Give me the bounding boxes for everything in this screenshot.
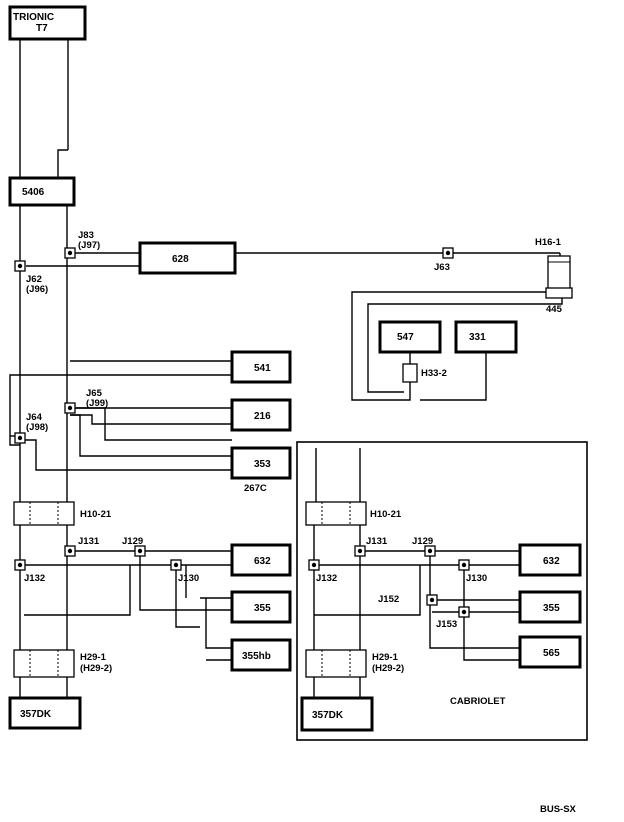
module-541: 541 [230, 350, 292, 384]
connector-h10b-label: H10-21 [370, 509, 402, 520]
connector-h10a-label: H10-21 [80, 509, 112, 520]
page-label: BUS-SX [540, 804, 577, 815]
j129b-label: J129 [412, 536, 433, 547]
j62-label: J62 [26, 274, 42, 285]
j130a-label: J130 [178, 573, 199, 584]
connector-h29b-label2: (H29-2) [372, 663, 404, 674]
module-353: 353 [230, 446, 292, 480]
module-565-label: 565 [543, 648, 560, 659]
connector-h29-1-left: H29-1 (H29-2) [13, 649, 112, 678]
connector-445-label: 445 [546, 304, 563, 315]
module-357dkb-label: 357DK [312, 710, 344, 721]
connector-h10-21-left: H10-21 [13, 501, 112, 526]
j63-label: J63 [434, 262, 450, 273]
connector-h16-label: H16-1 [535, 237, 562, 248]
module-541-label: 541 [254, 363, 271, 374]
module-5406-label: 5406 [22, 187, 45, 198]
module-331: 331 [454, 320, 518, 354]
module-355-cabriolet: 355 [518, 590, 582, 624]
module-353-label: 353 [254, 459, 271, 470]
j96-label: (J96) [26, 284, 48, 295]
module-632-cabriolet: 632 [518, 543, 582, 577]
j129a-label: J129 [122, 536, 143, 547]
connector-h29b-label1: H29-1 [372, 652, 399, 663]
module-355-label: 355 [254, 603, 271, 614]
j132b-label: J132 [316, 573, 337, 584]
connector-h16-1: H16-1 445 [535, 237, 573, 315]
module-632b-label: 632 [543, 556, 560, 567]
module-628-label: 628 [172, 254, 189, 265]
cabriolet-label: CABRIOLET [450, 696, 506, 707]
connector-h10-21-cabriolet: H10-21 [305, 501, 402, 526]
j132a-label: J132 [24, 573, 45, 584]
connector-h33-2: H33-2 [402, 363, 447, 383]
j131b-label: J131 [366, 536, 388, 547]
module-547: 547 [378, 320, 442, 354]
wires [9, 40, 563, 698]
j64-label: J64 [26, 412, 43, 423]
connector-h29-1-cabriolet: H29-1 (H29-2) [305, 649, 404, 678]
j130b-label: J130 [466, 573, 487, 584]
module-547-label: 547 [397, 332, 414, 343]
module-355b-label: 355 [543, 603, 560, 614]
module-565-cabriolet: 565 [518, 635, 582, 669]
cabriolet-region [296, 441, 588, 741]
module-216-label: 216 [254, 411, 271, 422]
j131a-label: J131 [78, 536, 100, 547]
module-357dk: 357DK [8, 696, 82, 730]
junctions [14, 247, 470, 618]
module-628: 628 [138, 241, 237, 275]
module-331-label: 331 [469, 332, 486, 343]
module-355: 355 [230, 590, 292, 624]
module-357dk-label: 357DK [20, 709, 52, 720]
connector-h33-label: H33-2 [421, 368, 447, 379]
module-357dk-cabriolet: 357DK [300, 696, 374, 732]
module-355hb-label: 355hb [242, 651, 271, 662]
connector-h29a-label1: H29-1 [80, 652, 107, 663]
j153-label: J153 [436, 619, 457, 630]
j152-label: J152 [378, 594, 399, 605]
module-355hb: 355hb [230, 638, 292, 672]
module-5406: 5406 [8, 176, 76, 207]
module-trionic: TRIONIC T7 [8, 5, 87, 41]
j97-label: (J97) [78, 240, 100, 251]
connector-h29a-label2: (H29-2) [80, 663, 112, 674]
module-632-label: 632 [254, 556, 271, 567]
trionic-line1: TRIONIC [13, 12, 54, 23]
j98-label: (J98) [26, 422, 48, 433]
j99-label: (J99) [86, 398, 108, 409]
j65-label: J65 [86, 388, 103, 399]
module-632: 632 [230, 543, 292, 577]
connector-267c-label: 267C [244, 483, 267, 494]
trionic-line2: T7 [36, 23, 48, 34]
module-216: 216 [230, 398, 292, 432]
j83-label: J83 [78, 230, 94, 241]
